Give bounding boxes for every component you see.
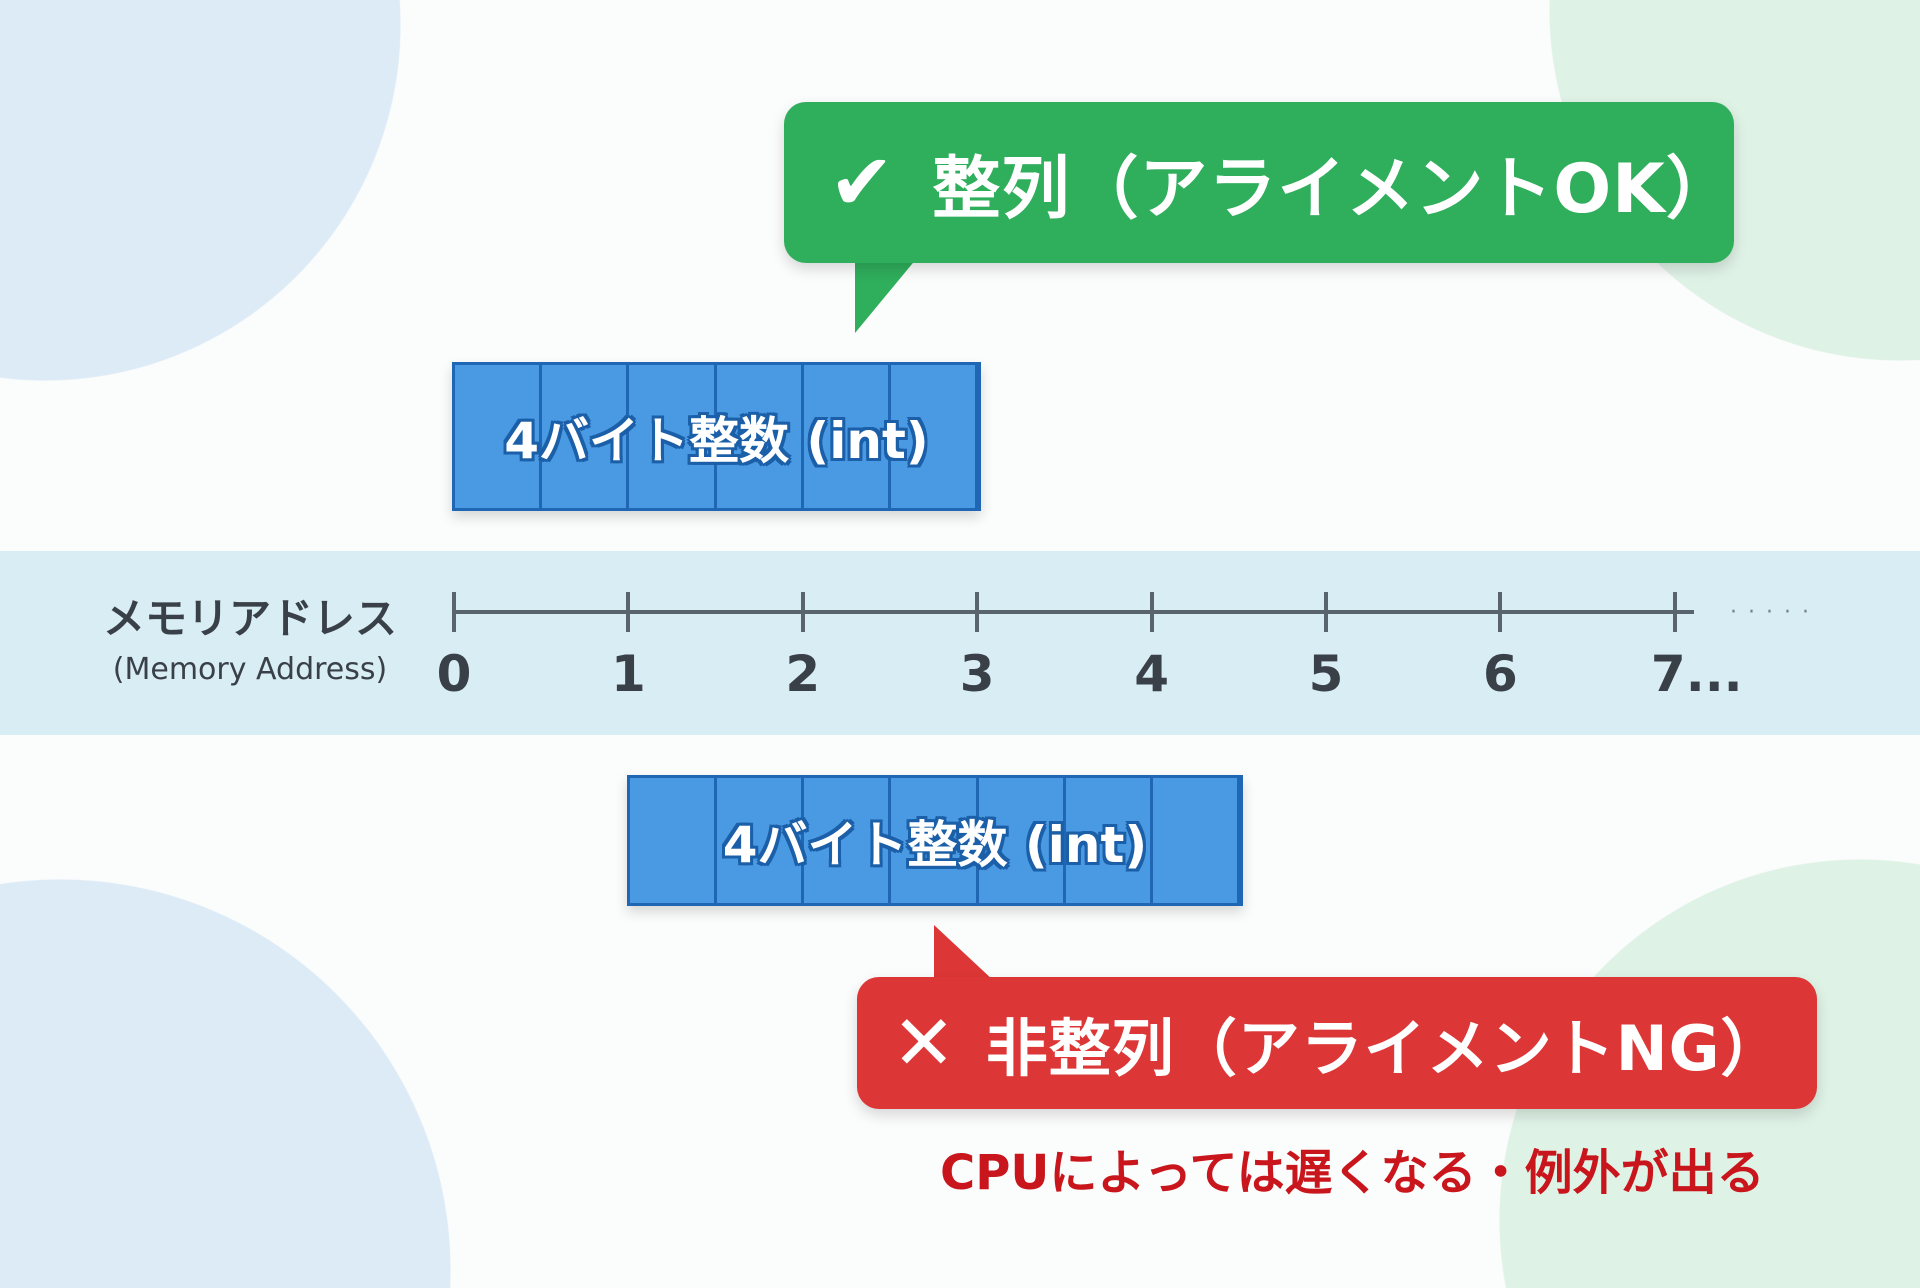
- byte-cell: [630, 778, 718, 903]
- byte-cell: [455, 365, 543, 508]
- aligned-bubble: ✔ 整列（アライメントOK）: [784, 102, 1734, 263]
- int-block-aligned: 4バイト整数 (int): [452, 362, 981, 511]
- axis-title: メモリアドレス (Memory Address): [80, 585, 420, 687]
- axis-tick-label: 4: [1134, 645, 1169, 703]
- axis-tick: [1498, 592, 1503, 632]
- byte-cell: [891, 365, 979, 508]
- axis-tick-label: 7...: [1650, 645, 1743, 703]
- x-icon: ✕: [892, 998, 956, 1087]
- int-block-misaligned: 4バイト整数 (int): [627, 775, 1243, 906]
- check-icon: ✔: [829, 137, 895, 228]
- axis-line: [454, 610, 1694, 614]
- axis-tick-label: 5: [1308, 645, 1344, 703]
- axis-tick-label: 0: [436, 645, 472, 703]
- axis-title-ja: メモリアドレス: [102, 594, 397, 643]
- aligned-bubble-tail: [855, 258, 917, 333]
- axis-continuation: · · · · ·: [1730, 600, 1811, 625]
- axis-tick: [975, 592, 980, 632]
- byte-cell: [804, 778, 892, 903]
- warning-note: CPUによっては遅くなる・例外が出る: [940, 1145, 1765, 1201]
- int-block-label: 4バイト整数 (int): [722, 815, 1148, 874]
- byte-cell: [1066, 778, 1153, 903]
- axis-tick: [1149, 592, 1154, 632]
- byte-cell: [979, 778, 1066, 903]
- axis-tick: [1672, 592, 1677, 632]
- memory-address-band: [0, 551, 1920, 735]
- axis-tick: [626, 592, 631, 632]
- byte-cell: [1153, 778, 1240, 903]
- axis-tick: [1324, 592, 1328, 632]
- int-block-label: 4バイト整数 (int): [504, 411, 929, 470]
- byte-cell: [717, 365, 804, 508]
- byte-cell: [717, 778, 805, 903]
- byte-cell: [891, 778, 979, 903]
- byte-cell: [542, 365, 630, 508]
- axis-tick-label: 1: [610, 645, 646, 703]
- misaligned-bubble-tail: [934, 925, 994, 981]
- axis-tick: [800, 592, 805, 632]
- byte-cell: [804, 365, 891, 508]
- axis-title-en: (Memory Address): [112, 652, 388, 687]
- misaligned-bubble: ✕ 非整列（アライメントNG）: [857, 977, 1817, 1109]
- axis-tick-label: 6: [1482, 645, 1518, 703]
- misaligned-label: 非整列（アライメントNG）: [985, 1012, 1784, 1085]
- aligned-label: 整列（アライメントOK）: [932, 150, 1735, 229]
- axis-tick: [452, 592, 456, 632]
- axis-tick-label: 3: [959, 645, 995, 703]
- byte-cell: [629, 365, 717, 508]
- axis-tick-label: 2: [785, 645, 821, 703]
